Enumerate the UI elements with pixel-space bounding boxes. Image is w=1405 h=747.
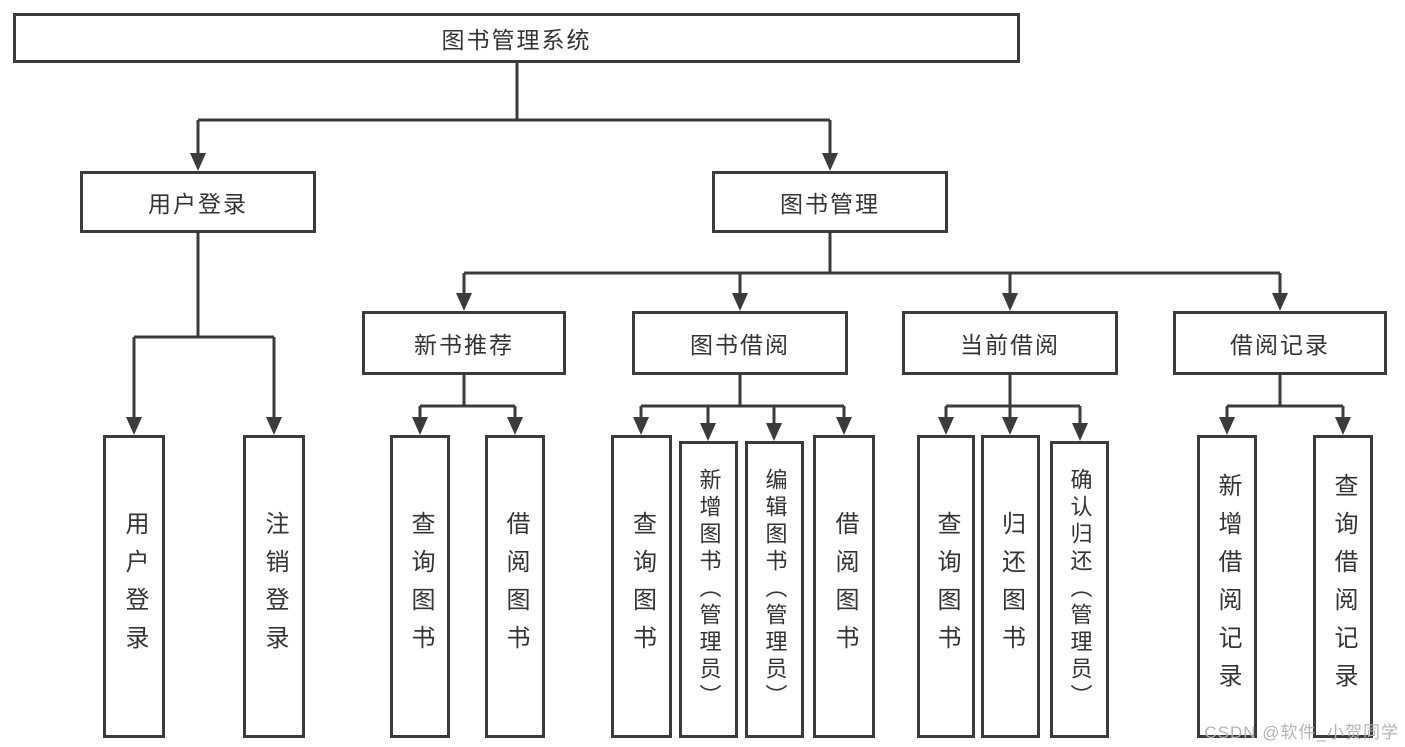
leaf-borrow-query-books: 查询图书 xyxy=(611,435,672,738)
leaf-user-login-label: 用户登录 xyxy=(121,510,148,663)
leaf-newbook-query-books: 查询图书 xyxy=(390,435,450,738)
arrowhead xyxy=(732,293,748,311)
leaf-current-return-books-label: 归还图书 xyxy=(997,510,1025,663)
leaf-newbook-query-books-label: 查询图书 xyxy=(407,510,434,663)
connector-current-to-leaves xyxy=(944,375,1082,428)
csdn-watermark: CSDN @软件_小贺同学 xyxy=(1204,723,1399,742)
arrowhead xyxy=(836,417,852,435)
leaf-records-query-record: 查询借阅记录 xyxy=(1313,435,1373,738)
arrowhead xyxy=(766,423,782,441)
leaf-borrow-edit-books-admin: 编辑图书（管理员） xyxy=(745,441,804,738)
leaf-records-query-record-label: 查询借阅记录 xyxy=(1330,472,1357,701)
connector-login-to-leaves xyxy=(132,233,276,422)
arrowhead xyxy=(412,417,428,435)
leaf-current-confirm-return-admin-label: 确认归还（管理员） xyxy=(1067,468,1093,711)
leaf-current-query-books-label: 查询图书 xyxy=(933,510,960,663)
node-book-management: 图书管理 xyxy=(712,171,948,233)
arrowhead xyxy=(190,153,206,171)
leaf-newbook-borrow-books: 借阅图书 xyxy=(485,435,545,738)
arrowhead xyxy=(126,417,142,435)
arrowhead xyxy=(1219,417,1235,435)
leaf-logout: 注销登录 xyxy=(243,435,305,738)
leaf-borrow-borrow-books: 借阅图书 xyxy=(813,435,875,738)
leaf-borrow-edit-books-admin-label: 编辑图书（管理员） xyxy=(762,468,788,711)
node-user-login: 用户登录 xyxy=(80,171,316,233)
leaf-records-add-record-label: 新增借阅记录 xyxy=(1214,472,1241,701)
leaf-newbook-borrow-books-label: 借阅图书 xyxy=(502,510,529,663)
arrowhead xyxy=(1335,417,1351,435)
leaf-borrow-add-books-admin-label: 新增图书（管理员） xyxy=(696,468,722,711)
node-book-borrow: 图书借阅 xyxy=(632,311,848,375)
leaf-borrow-query-books-label: 查询图书 xyxy=(628,510,656,663)
arrowhead xyxy=(633,417,649,435)
arrowhead xyxy=(1002,417,1018,435)
arrowhead xyxy=(700,423,716,441)
leaf-current-return-books: 归还图书 xyxy=(981,435,1040,738)
node-current-borrow: 当前借阅 xyxy=(902,311,1118,375)
connector-newbook-to-leaves xyxy=(418,375,517,422)
arrowhead xyxy=(1002,293,1018,311)
leaf-current-query-books: 查询图书 xyxy=(917,435,975,738)
leaf-user-login: 用户登录 xyxy=(103,435,165,738)
arrowhead xyxy=(938,417,954,435)
leaf-borrow-borrow-books-label: 借阅图书 xyxy=(831,510,858,663)
leaf-records-add-record: 新增借阅记录 xyxy=(1197,435,1257,738)
arrowhead xyxy=(507,417,523,435)
connector-mgmt-to-level3 xyxy=(462,233,1282,298)
arrowhead xyxy=(456,293,472,311)
node-new-book-recommend: 新书推荐 xyxy=(362,311,566,375)
leaf-logout-label: 注销登录 xyxy=(261,510,288,663)
arrowhead xyxy=(822,153,838,171)
arrowhead xyxy=(1272,293,1288,311)
connector-root-to-level2 xyxy=(196,63,832,158)
node-root-system: 图书管理系统 xyxy=(13,13,1020,63)
leaf-borrow-add-books-admin: 新增图书（管理员） xyxy=(679,441,738,738)
arrowhead xyxy=(266,417,282,435)
arrowhead xyxy=(1072,423,1088,441)
leaf-current-confirm-return-admin: 确认归还（管理员） xyxy=(1050,441,1109,738)
connector-records-to-leaves xyxy=(1225,375,1345,422)
node-borrow-records: 借阅记录 xyxy=(1173,311,1387,375)
connector-borrow-to-leaves xyxy=(639,375,846,428)
